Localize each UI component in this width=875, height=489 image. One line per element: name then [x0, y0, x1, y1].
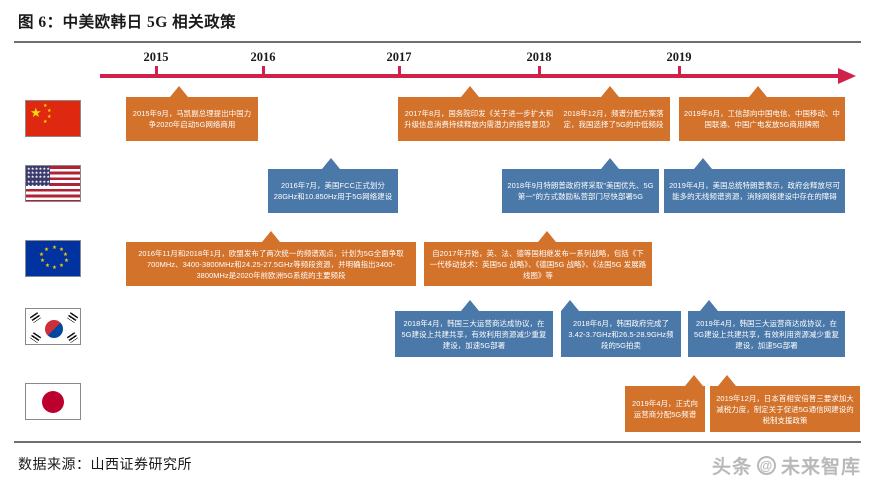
timeline-axis	[100, 74, 840, 78]
flag-star: ★	[59, 263, 64, 269]
callout-pointer	[749, 86, 767, 97]
callout-text: 2015年9月，马凯副总理提出中国力争2020年启动5G网络商用	[132, 109, 252, 129]
watermark-account: 未来智库	[780, 457, 861, 478]
flag-star: ★	[63, 252, 68, 258]
taeguk-symbol	[45, 320, 63, 338]
axis-tick-2016	[262, 66, 265, 78]
top-divider	[14, 41, 861, 43]
flag-star: ★	[40, 258, 45, 264]
callout-china-2018[interactable]: 2018年12月，频谱分配方案落定，我国选择了5G的中低频段	[557, 97, 670, 141]
callout-japan-2019-12[interactable]: 2019年12月，日本首相安倍晋三要求加大减税力度，制定关于促进5G通信网建设的…	[710, 386, 860, 432]
callout-usa-2019[interactable]: 2019年4月，美国总统特朗普表示，政府会释放尽可能多的无线频谱资源，消除网络建…	[664, 169, 845, 213]
flag-star: ★	[47, 108, 52, 114]
axis-label-2018: 2018	[526, 50, 552, 64]
watermark-brand: 头条	[711, 457, 752, 478]
callout-pointer	[718, 375, 736, 386]
flag-star: ★	[64, 258, 69, 264]
callout-pointer	[700, 300, 718, 311]
flag-star: ★	[52, 265, 57, 271]
watermark: 头条 @ 未来智库	[712, 452, 861, 479]
callout-text: 2019年12月，日本首相安倍晋三要求加大减税力度，制定关于促进5G通信网建设的…	[716, 393, 854, 425]
flag-canton: ★★★★★★★★★★★★★★★★★★★★★★★★★★★★★★	[26, 166, 50, 186]
callout-text: 自2017年开始，英、法、德等国相继发布一系列战略，包括《下一代移动技术：英国5…	[429, 248, 647, 280]
callout-china-2017[interactable]: 2017年8月，国务院印发《关于进一步扩大和升级信息消费持续释放内需潜力的指导意…	[398, 97, 560, 141]
callout-text: 2016年11月和2018年1月，欧盟发布了两次统一的频谱观点，计划为5G全面争…	[138, 248, 404, 280]
flag-stars: ★★★★★★★★★★★★★★★★★★★★★★★★★★★★★★	[27, 166, 50, 186]
callout-eu-spectrum[interactable]: 2016年11月和2018年1月，欧盟发布了两次统一的频谱观点，计划为5G全面争…	[126, 242, 416, 286]
axis-label-2019: 2019	[666, 50, 692, 64]
axis-tick-2015	[155, 66, 158, 78]
usa-flag-icon: ★★★★★★★★★★★★★★★★★★★★★★★★★★★★★★	[25, 165, 81, 202]
timeline-arrow-icon	[838, 68, 856, 84]
trigram	[66, 312, 79, 323]
callout-pointer	[561, 300, 579, 311]
chart-title-bar: 图 6：中美欧韩日 5G 相关政策	[0, 0, 875, 42]
trigram	[29, 312, 42, 323]
callout-pointer	[694, 158, 712, 169]
callout-japan-2019-04[interactable]: 2019年4月，正式向运营商分配5G频谱	[625, 386, 705, 432]
callout-text: 2017年8月，国务院印发《关于进一步扩大和升级信息消费持续释放内需潜力的指导意…	[404, 109, 554, 129]
flag-star: ★	[44, 247, 49, 253]
axis-tick-2018	[538, 66, 541, 78]
axis-label-2015: 2015	[143, 50, 169, 64]
callout-pointer	[170, 86, 188, 97]
flag-star: ★	[59, 247, 64, 253]
callout-korea-2019[interactable]: 2019年4月，韩国三大运营商达成协议，在5G建设上共建共享，有效利用资源减少重…	[688, 311, 845, 357]
callout-text: 2018年4月，韩国三大运营商达成协议，在5G建设上共建共享，有效利用资源减少重…	[401, 318, 547, 350]
callout-pointer	[461, 300, 479, 311]
trigram	[29, 332, 42, 343]
japan-flag-icon	[25, 383, 81, 420]
callout-pointer	[262, 231, 280, 242]
source-note: 数据来源：山西证券研究所	[18, 458, 192, 473]
flag-star: ★	[52, 245, 57, 251]
flag-star: ★	[43, 119, 48, 125]
callout-china-2019[interactable]: 2019年6月，工信部向中国电信、中国移动、中国联通、中国广电发放5G商用牌照	[679, 97, 845, 141]
trigram	[66, 332, 79, 343]
callout-text: 2018年12月，频谱分配方案落定，我国选择了5G的中低频段	[563, 109, 664, 129]
eu-flag-icon: ★ ★ ★ ★ ★ ★ ★ ★ ★ ★	[25, 240, 81, 277]
china-flag-icon: ★ ★ ★ ★ ★	[25, 100, 81, 137]
callout-text: 2019年4月，美国总统特朗普表示，政府会释放尽可能多的无线频谱资源，消除网络建…	[669, 181, 840, 201]
south-korea-flag-icon	[25, 308, 81, 345]
callout-text: 2019年6月，工信部向中国电信、中国移动、中国联通、中国广电发放5G商用牌照	[684, 109, 840, 129]
callout-korea-2018-04[interactable]: 2018年4月，韩国三大运营商达成协议，在5G建设上共建共享，有效利用资源减少重…	[395, 311, 553, 357]
axis-tick-2017	[398, 66, 401, 78]
callout-usa-2016[interactable]: 2016年7月，美国FCC正式划分28GHz和10.850Hz用于5G网络建设	[268, 169, 398, 213]
callout-pointer	[322, 158, 340, 169]
callout-text: 2016年7月，美国FCC正式划分28GHz和10.850Hz用于5G网络建设	[273, 181, 393, 201]
callout-korea-2018-06[interactable]: 2018年6月，韩国政府完成了3.42-3.7GHz和26.5-28.9GHz频…	[561, 311, 681, 357]
axis-label-2017: 2017	[386, 50, 412, 64]
flag-star: ★	[39, 252, 44, 258]
flag-star: ★	[43, 103, 48, 109]
callout-pointer	[461, 86, 479, 97]
callout-usa-2018[interactable]: 2018年9月特朗普政府将采取"美国优先、5G第一"的方式鼓励私营部门尽快部署5…	[502, 169, 659, 213]
callout-text: 2018年9月特朗普政府将采取"美国优先、5G第一"的方式鼓励私营部门尽快部署5…	[507, 181, 654, 201]
flag-star: ★	[47, 114, 52, 120]
flag-star: ★	[30, 105, 42, 120]
callout-text: 2018年6月，韩国政府完成了3.42-3.7GHz和26.5-28.9GHz频…	[568, 318, 674, 350]
hinomaru-disc	[42, 390, 64, 413]
bottom-divider	[14, 441, 861, 443]
callout-pointer	[601, 86, 619, 97]
at-icon: @	[756, 456, 776, 475]
page-title: 图 6：中美欧韩日 5G 相关政策	[18, 14, 237, 31]
callout-text: 2019年4月，正式向运营商分配5G频谱	[632, 399, 698, 419]
axis-label-2016: 2016	[250, 50, 276, 64]
callout-text: 2019年4月，韩国三大运营商达成协议，在5G建设上共建共享，有效利用资源减少重…	[694, 318, 839, 350]
callout-pointer	[685, 375, 703, 386]
flag-star: ★	[45, 263, 50, 269]
callout-china-2015[interactable]: 2015年9月，马凯副总理提出中国力争2020年启动5G网络商用	[126, 97, 258, 141]
callout-pointer	[538, 231, 556, 242]
axis-tick-2019	[678, 66, 681, 78]
callout-pointer	[601, 158, 619, 169]
callout-eu-strategies[interactable]: 自2017年开始，英、法、德等国相继发布一系列战略，包括《下一代移动技术：英国5…	[424, 242, 652, 286]
